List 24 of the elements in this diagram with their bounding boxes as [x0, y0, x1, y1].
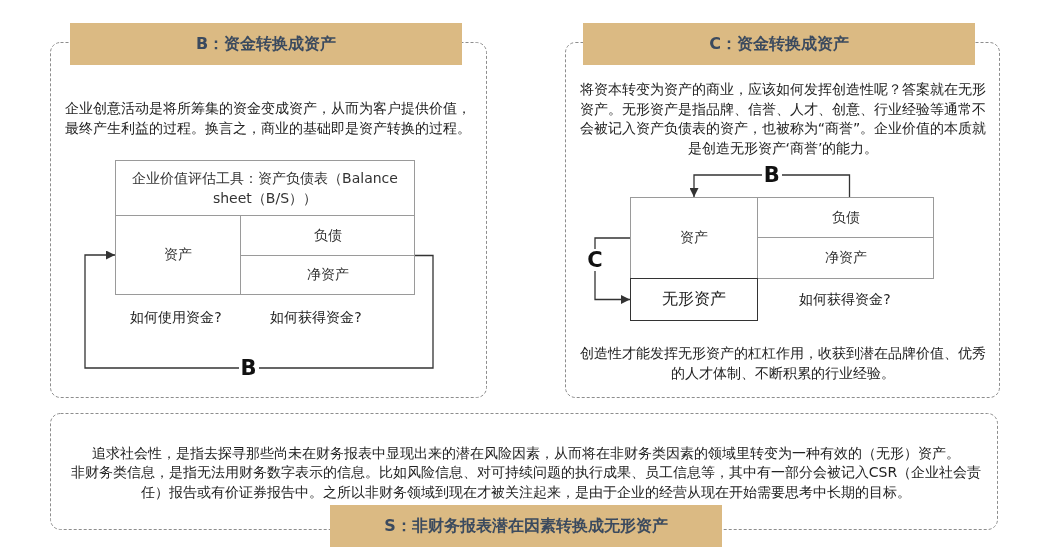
- paragraph: 将资本转变为资产的商业，应该如何发挥创造性呢？答案就在无形资产。无形资产是指品牌、信誉、人才、创意、行业经验等通常不会被记入资产负债表的资产，也被称为“商誉”。企业价值的本质就是创造无形资产‘商誉’的能力。: [578, 80, 988, 158]
- title-banner: B：资金转换成资产: [70, 23, 462, 65]
- question-text: 如何获得资金?: [799, 291, 891, 309]
- framed-label: 无形资产: [630, 278, 758, 321]
- paragraph: 企业创意活动是将所筹集的资金变成资产，从而为客户提供价值，最终产生利益的过程。换言之，商业的基础即是资产转换的过程。: [65, 99, 472, 138]
- table-cell: 资产: [630, 197, 758, 279]
- title-banner: S：非财务报表潜在因素转换成无形资产: [330, 505, 722, 547]
- paragraph: 追求社会性，是指去探寻那些尚未在财务报表中显现出来的潜在风险因素，从而将在非财务类因素的领域里转变为一种有效的（无形）资产。: [91, 444, 961, 463]
- title-banner: C：资金转换成资产: [583, 23, 975, 65]
- dashed-panel: [565, 23, 1000, 398]
- question-text: 如何获得资金?: [270, 309, 362, 327]
- dashed-panel: [50, 23, 487, 398]
- question-text: 如何使用资金?: [130, 309, 222, 327]
- table-cell: 净资产: [757, 237, 934, 279]
- paragraph: 创造性才能发挥无形资产的杠杠作用，收获到潜在品牌价值、优秀的人才体制、不断积累的行业经验。: [579, 344, 987, 383]
- table-heading: 企业价值评估工具：资产负债表（Balance sheet（B/S））: [131, 169, 399, 208]
- connector-arrow: [84, 250, 434, 369]
- paragraph: 非财务类信息，是指无法用财务数字表示的信息。比如风险信息、对可持续问题的执行成果、员工信息等，其中有一部分会被记入CSR（企业社会责任）报告或有价证券报告中。之所以非财务领域到现在才被关注起来，是由于企业的经营从现在开始需要思考中长期的目标。: [69, 463, 983, 502]
- table-cell: 负债: [757, 197, 934, 238]
- connector-arrow: [594, 237, 631, 304]
- balance-sheet-table: [115, 160, 415, 295]
- dashed-panel: [50, 413, 998, 547]
- edge-label: C: [585, 248, 605, 271]
- connector-arrow: [689, 174, 851, 198]
